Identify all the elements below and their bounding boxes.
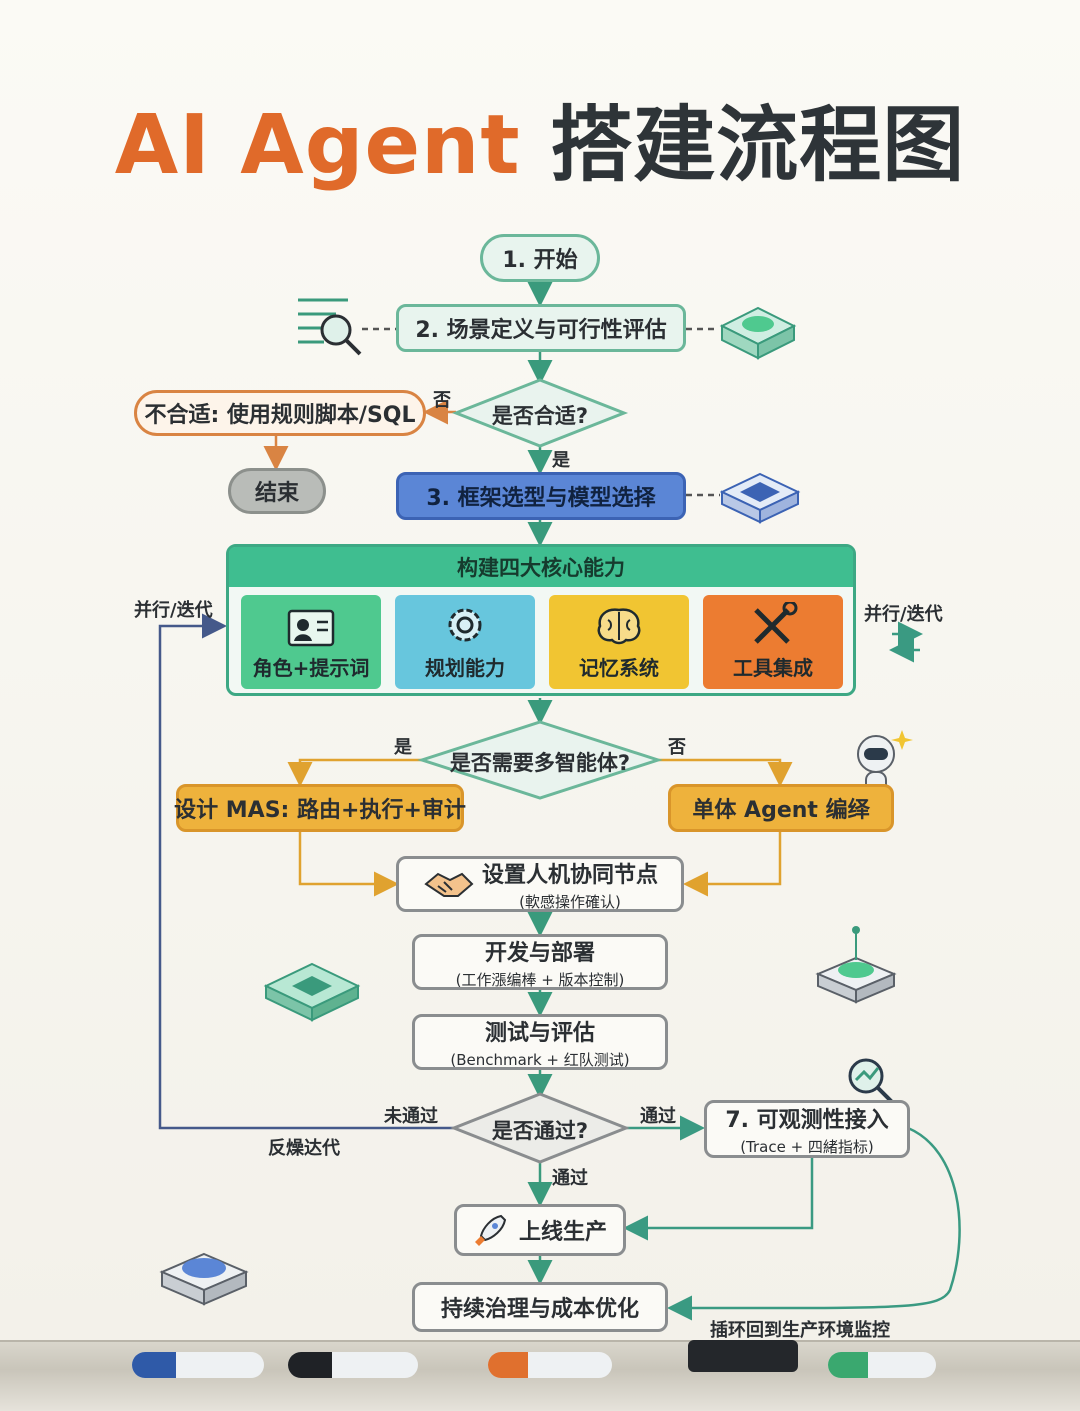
rocket-icon xyxy=(474,1214,507,1246)
title-latin: AI Agent xyxy=(114,98,521,193)
tools-icon xyxy=(754,602,798,644)
marker-orange xyxy=(488,1352,612,1378)
node-launch: 上线生产 xyxy=(454,1204,626,1256)
core-title: 构建四大核心能力 xyxy=(229,547,853,587)
node-hitl-title: 设置人机协同节点 xyxy=(481,862,658,888)
node-test: 测试与评估 (Benchmark + 红队测试) xyxy=(412,1014,668,1070)
node-observability: 7. 可观测性接入 (Trace + 四緒指标) xyxy=(704,1100,910,1158)
core-item-planning: 规划能力 xyxy=(395,595,535,689)
node-framework-label: 3. 框架选型与模型选择 xyxy=(426,486,656,511)
node-obs-title: 7. 可观测性接入 xyxy=(725,1107,889,1133)
node-single-label: 单体 Agent 编绎 xyxy=(692,798,870,823)
edge-label-pass-down: 通过 xyxy=(552,1168,588,1189)
chip-icon-framework xyxy=(720,472,801,524)
chart-magnifier-icon xyxy=(848,1058,894,1104)
marker-green xyxy=(828,1352,936,1378)
edge-label-parallel-left: 并行/迭代 xyxy=(134,600,213,621)
handshake-icon xyxy=(424,872,474,897)
node-dev: 开发与部署 (工作漲编棒 + 版本控制) xyxy=(412,934,668,990)
edge-label-no1: 否 xyxy=(433,390,451,411)
node-start-label: 1. 开始 xyxy=(502,248,578,273)
node-test-title: 测试与评估 xyxy=(484,1020,595,1046)
node-mas-label: 设计 MAS: 路由+执行+审计 xyxy=(174,798,466,823)
node-end: 结束 xyxy=(228,468,326,514)
core-item-planning-label: 规划能力 xyxy=(425,656,505,680)
node-launch-label: 上线生产 xyxy=(518,1220,607,1245)
core-item-tools-label: 工具集成 xyxy=(733,656,813,680)
decision-suitable-label: 是否合适? xyxy=(491,404,589,428)
edge-label-feedback: 反燥达代 xyxy=(268,1138,340,1159)
node-scenario-label: 2. 场景定义与可行性评估 xyxy=(415,318,667,343)
page-title: AI Agent 搭建流程图 xyxy=(0,78,1080,197)
edge-label-pass-right: 通过 xyxy=(640,1106,676,1127)
node-unsuitable-label: 不合适: 使用规则脚本/SQL xyxy=(144,403,416,428)
node-test-sub: (Benchmark + 红队测试) xyxy=(450,1050,630,1069)
edge-label-parallel-right: 并行/迭代 xyxy=(864,604,943,625)
brain-icon xyxy=(597,608,641,645)
decision-multi-label: 是否需要多智能体? xyxy=(449,751,631,775)
edge-label-no2: 否 xyxy=(668,737,686,758)
id-card-icon xyxy=(287,609,335,647)
node-unsuitable: 不合适: 使用规则脚本/SQL xyxy=(134,390,426,436)
node-hitl: 设置人机协同节点 (軟感操作確认) xyxy=(396,856,684,912)
chip-icon-left xyxy=(263,962,361,1022)
node-govern: 持续治理与成本优化 xyxy=(412,1282,668,1332)
core-item-role-label: 角色+提示词 xyxy=(252,656,370,680)
core-capabilities: 构建四大核心能力 角色+提示词 规划能力 记忆系统 工具集成 xyxy=(226,544,856,696)
node-dev-sub: (工作漲编棒 + 版本控制) xyxy=(455,970,625,989)
platform-icon-bottom xyxy=(159,1252,249,1306)
platform-icon-right xyxy=(815,926,897,1004)
edge-label-loop-back: 插环回到生产环境监控 xyxy=(710,1320,890,1341)
node-end-label: 结束 xyxy=(254,481,299,506)
node-mas: 设计 MAS: 路由+执行+审计 xyxy=(174,784,466,832)
eraser xyxy=(688,1340,798,1372)
core-item-memory-label: 记忆系统 xyxy=(579,656,659,680)
node-single: 单体 Agent 编绎 xyxy=(668,784,894,832)
edge-label-yes2: 是 xyxy=(394,737,412,758)
gear-icon xyxy=(448,608,482,642)
node-start: 1. 开始 xyxy=(480,234,600,282)
edge-label-fail: 未通过 xyxy=(384,1106,438,1127)
core-item-memory: 记忆系统 xyxy=(549,595,689,689)
node-framework: 3. 框架选型与模型选择 xyxy=(396,472,686,520)
title-chinese: 搭建流程图 xyxy=(550,98,966,193)
core-item-tools: 工具集成 xyxy=(703,595,843,689)
edge-label-yes1: 是 xyxy=(552,450,570,471)
decision-passed-label: 是否通过? xyxy=(491,1119,589,1143)
node-obs-sub: (Trace + 四緒指标) xyxy=(740,1137,874,1156)
platform-icon-top xyxy=(719,306,797,360)
core-item-role: 角色+提示词 xyxy=(241,595,381,689)
marker-blue xyxy=(132,1352,264,1378)
magnifier-icon xyxy=(298,298,362,356)
node-scenario: 2. 场景定义与可行性评估 xyxy=(396,304,686,352)
node-dev-title: 开发与部署 xyxy=(484,940,595,966)
node-hitl-sub: (軟感操作確认) xyxy=(519,892,621,911)
node-govern-label: 持续治理与成本优化 xyxy=(440,1297,639,1322)
marker-black xyxy=(288,1352,418,1378)
